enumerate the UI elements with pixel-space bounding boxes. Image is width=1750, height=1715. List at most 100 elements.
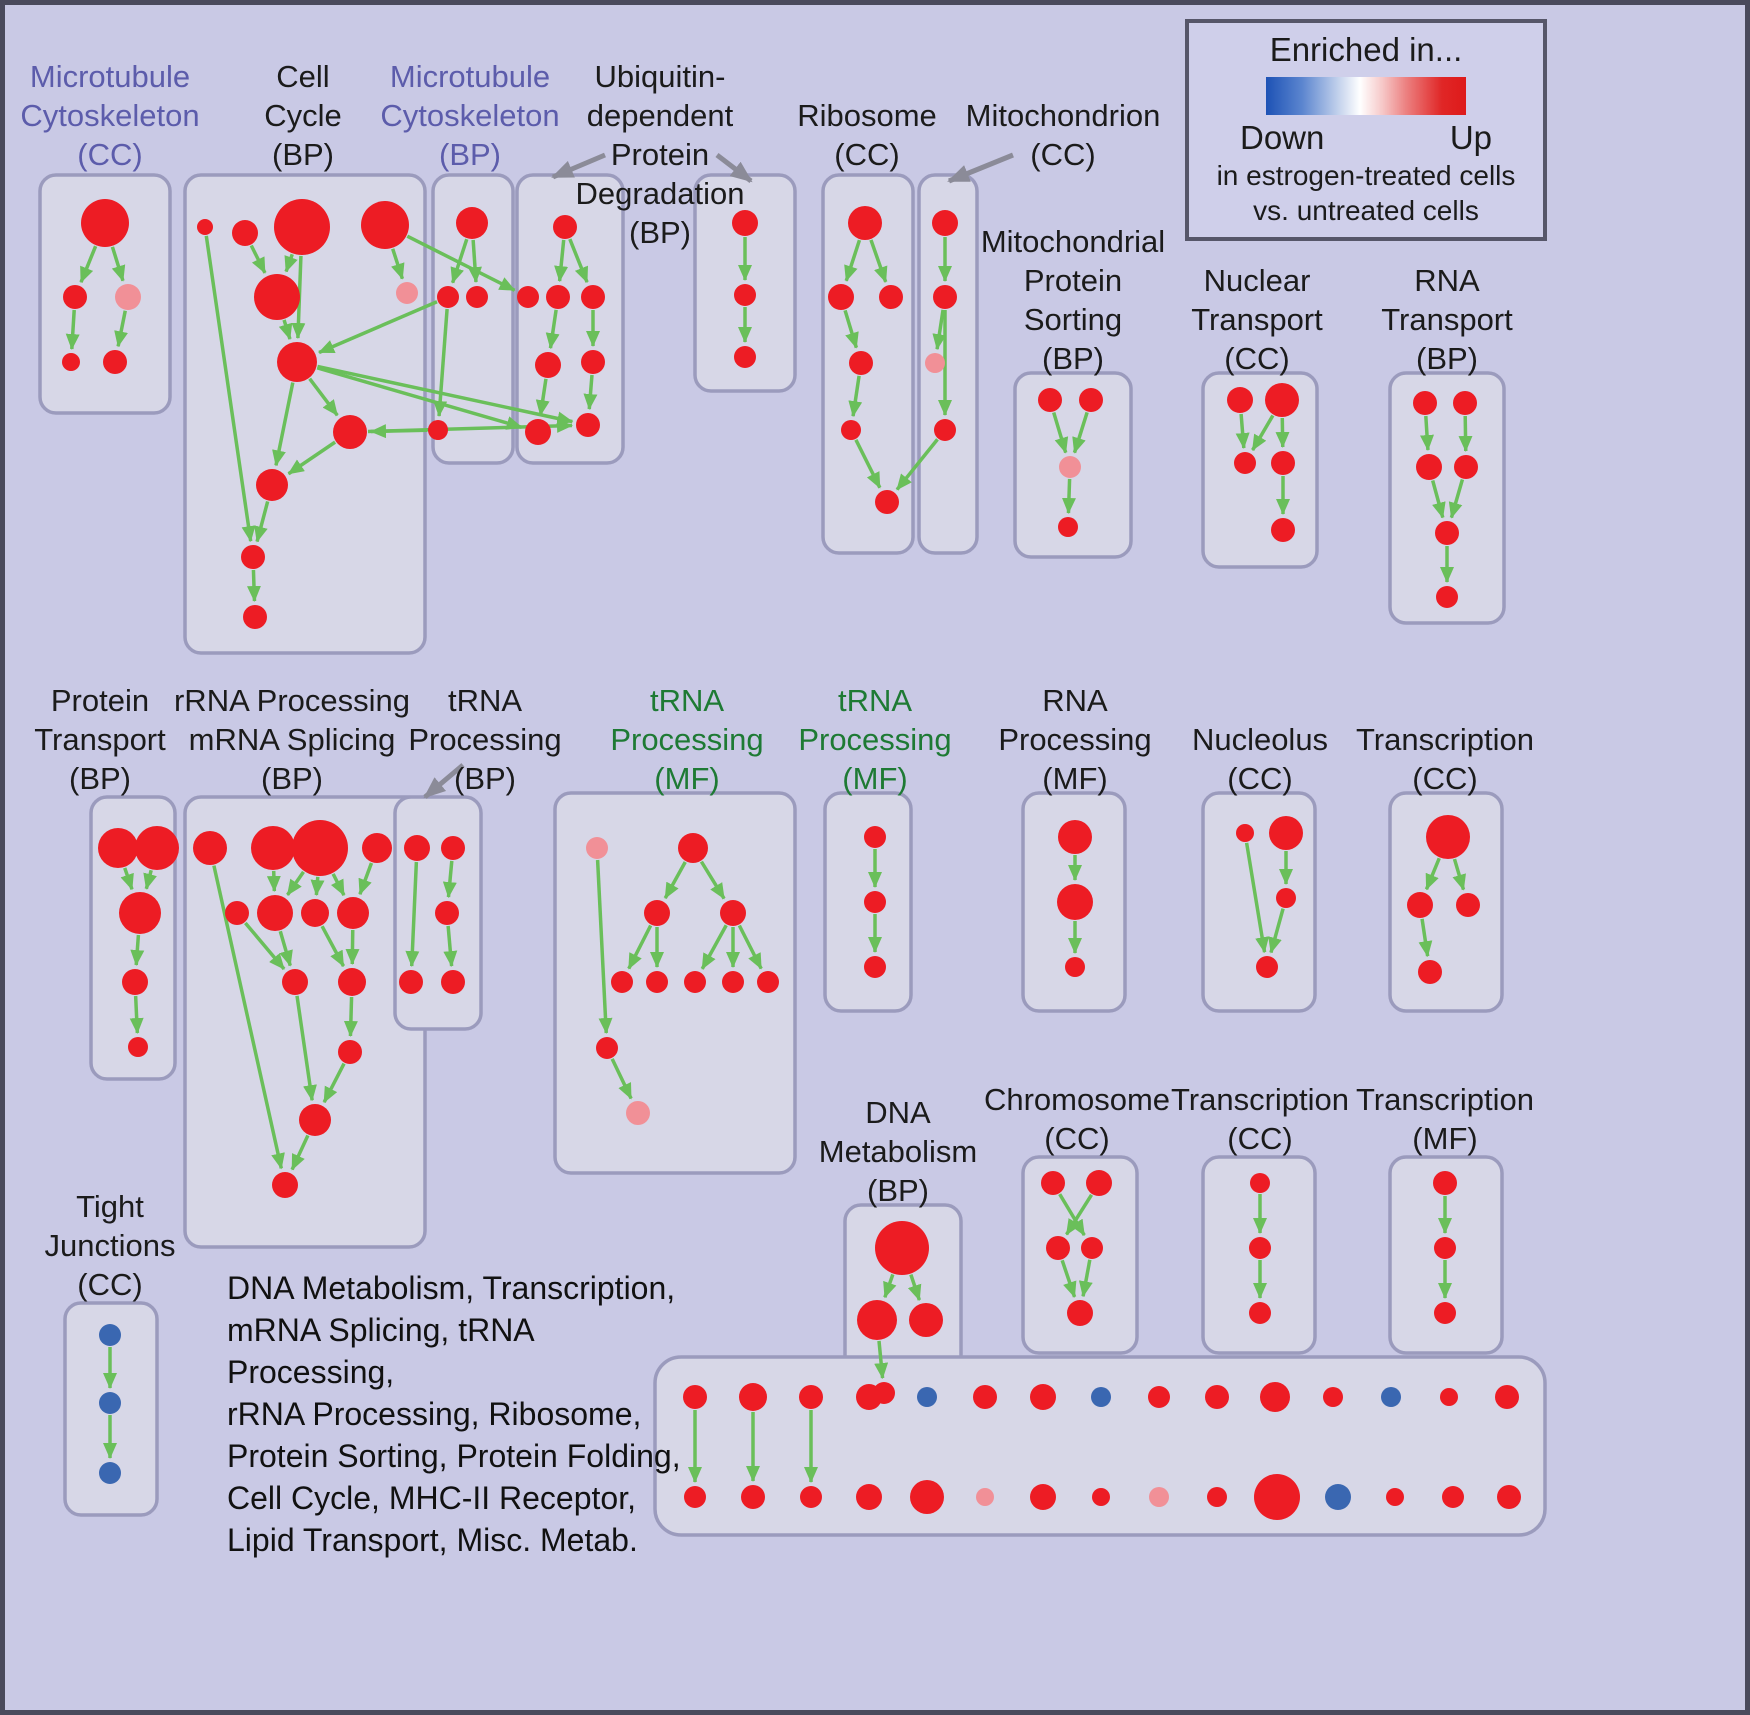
gene-node-red	[856, 1384, 882, 1410]
gene-node-red	[1269, 816, 1303, 850]
gene-node-red	[1067, 1300, 1093, 1326]
edge	[545, 309, 560, 350]
edge	[114, 310, 128, 348]
gene-node-red	[720, 900, 746, 926]
gene-node-red	[257, 895, 293, 931]
gene-node-red	[119, 892, 161, 934]
gene-node-red	[1433, 1171, 1457, 1195]
gene-node-red	[1271, 451, 1295, 475]
gene-node-red	[1058, 820, 1092, 854]
gene-node-red	[299, 1104, 331, 1136]
cluster-label-nucleolus-cc: Nucleolus(CC)	[1192, 722, 1328, 796]
gene-node-red	[1260, 1382, 1290, 1412]
legend-subtitle-1: in estrogen-treated cells	[1216, 160, 1516, 191]
gene-node-red	[856, 1484, 882, 1510]
gene-node-red	[63, 285, 87, 309]
gene-node-blue	[99, 1462, 121, 1484]
gene-node-red	[684, 971, 706, 993]
gene-node-red	[243, 605, 267, 629]
gene-node-red	[274, 199, 330, 255]
cluster-label-transcription-cc-1: Transcription(CC)	[1356, 722, 1534, 796]
edge	[1060, 1259, 1077, 1298]
gene-node-red	[848, 206, 882, 240]
gene-node-red	[1205, 1385, 1229, 1409]
legend-up-label: Up	[1449, 119, 1492, 156]
edge	[627, 924, 653, 970]
edge	[443, 925, 458, 968]
legend-title: Enriched in...	[1269, 31, 1463, 68]
gene-node-red	[739, 1383, 767, 1411]
gene-node-red	[864, 891, 886, 913]
edge	[699, 860, 726, 900]
edge	[467, 239, 482, 284]
edge	[320, 925, 346, 968]
gene-node-red	[1495, 1385, 1519, 1409]
gene-node-red	[1041, 1171, 1065, 1195]
gene-node-red	[1434, 1237, 1456, 1259]
edge	[663, 861, 687, 900]
cluster-label-ribosome-cc: Ribosome(CC)	[797, 98, 937, 172]
gene-node-red	[909, 1303, 943, 1337]
gene-node-red	[361, 201, 409, 249]
gene-node-red	[338, 968, 366, 996]
gene-node-red	[553, 215, 577, 239]
edge	[932, 309, 947, 351]
gene-node-red	[122, 969, 148, 995]
edge	[244, 921, 286, 971]
gene-node-red	[800, 1486, 822, 1508]
gene-node-red	[973, 1385, 997, 1409]
edge	[310, 876, 325, 897]
gene-node-red	[135, 826, 179, 870]
edge	[129, 995, 144, 1035]
gene-node-red	[525, 419, 551, 445]
gene-node-red	[879, 285, 903, 309]
edge	[110, 246, 126, 282]
edge	[1072, 411, 1089, 454]
cluster-label-chromosome-cc: Chromosome(CC)	[984, 1082, 1170, 1156]
gene-node-pink	[586, 837, 608, 859]
gene-node-red	[722, 971, 744, 993]
edge	[907, 1274, 922, 1302]
edge	[278, 319, 293, 341]
gene-node-red	[1418, 960, 1442, 984]
legend-subtitle-2: vs. untreated cells	[1253, 195, 1479, 226]
gene-node-red	[517, 286, 539, 308]
gene-node-red	[338, 1040, 362, 1064]
gene-node-red	[1256, 956, 1278, 978]
gene-node-red	[864, 956, 886, 978]
gene-node-red	[1442, 1486, 1464, 1508]
edge	[130, 934, 145, 967]
gene-node-pink	[976, 1488, 994, 1506]
edge	[1458, 415, 1473, 453]
edge	[568, 238, 589, 284]
edge	[406, 234, 516, 292]
gene-node-red	[1227, 387, 1253, 413]
gene-node-red	[301, 899, 329, 927]
gene-node-red	[933, 285, 957, 309]
gene-node-red	[1250, 1173, 1270, 1193]
edge	[883, 1273, 897, 1299]
edge	[433, 308, 449, 418]
annotation-arrow	[715, 153, 753, 183]
gene-node-blue	[1381, 1387, 1401, 1407]
cluster-box-chromosome-cc	[1021, 1155, 1139, 1355]
edge	[737, 924, 763, 970]
gene-node-red	[734, 284, 756, 306]
gene-node-red	[128, 1037, 148, 1057]
edge	[405, 861, 420, 968]
gene-node-red	[1236, 824, 1254, 842]
gene-node-red	[1249, 1237, 1271, 1259]
gene-node-pink	[1149, 1487, 1169, 1507]
gene-node-red	[81, 199, 129, 247]
gene-node-red	[875, 490, 899, 514]
gene-node-red	[232, 220, 258, 246]
edge	[249, 244, 267, 274]
gene-node-red	[437, 286, 459, 308]
